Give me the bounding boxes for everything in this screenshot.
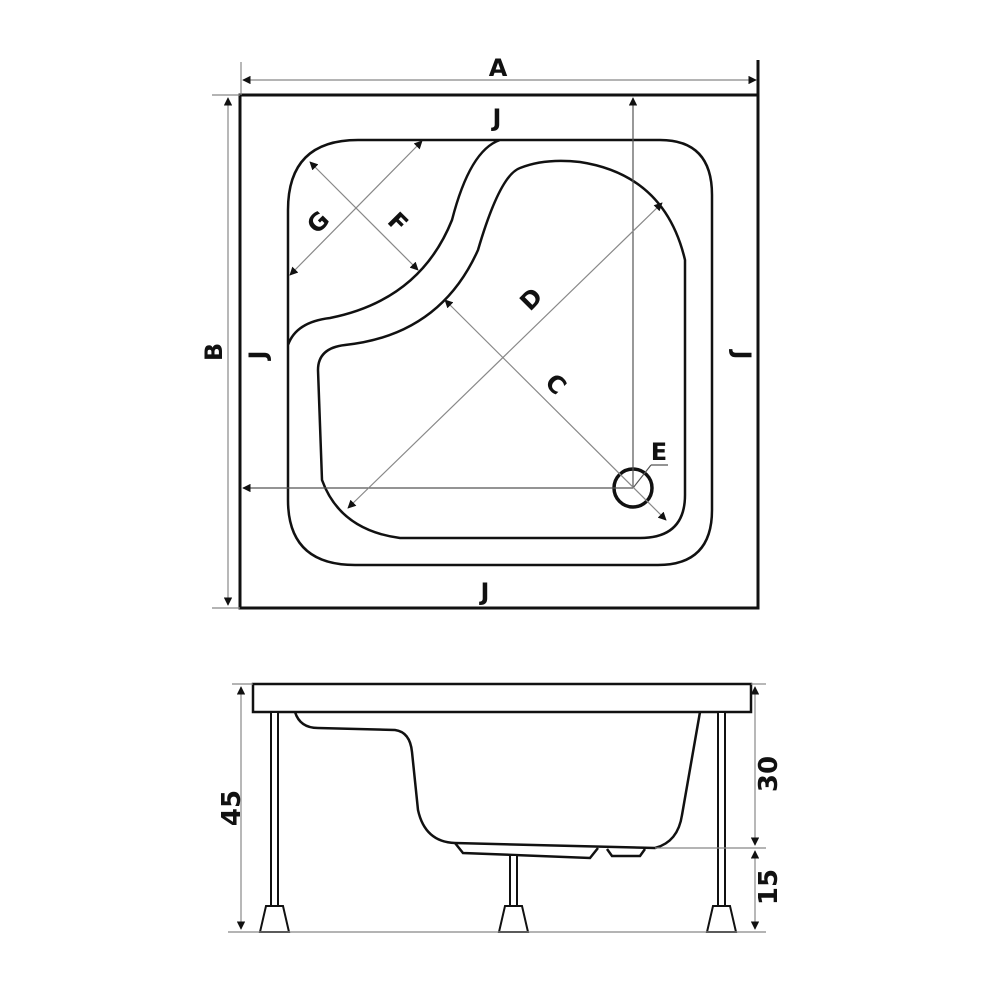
label-j-left: J (244, 351, 272, 362)
label-j-top: J (491, 104, 502, 132)
label-tray-height: 30 (754, 756, 784, 792)
label-f: F (382, 207, 413, 238)
label-leg-height: 15 (754, 869, 784, 905)
leg-right (717, 711, 726, 908)
side-view: 45 30 15 (217, 682, 784, 933)
top-view: A B E C D F G J J J J (200, 54, 760, 610)
label-b: B (200, 343, 228, 361)
label-d: D (514, 282, 548, 316)
leg-foot-center (497, 905, 530, 933)
label-total-height: 45 (217, 790, 247, 826)
label-j-bottom: J (479, 578, 490, 606)
tray-rim-slab (251, 682, 753, 714)
leg-left (270, 711, 279, 908)
leg-center (509, 854, 518, 908)
basin-foot-left (454, 842, 599, 860)
basin-foot-right (605, 848, 647, 858)
basin-profile (293, 711, 702, 850)
label-a: A (489, 54, 508, 82)
leg-foot-left (258, 905, 291, 933)
label-j-right: J (728, 349, 756, 360)
label-c: C (540, 368, 572, 400)
tray-outer-frame (238, 93, 760, 610)
leg-foot-right (705, 905, 738, 933)
dimension-line-d (347, 202, 663, 509)
dimension-line-g (289, 140, 423, 276)
label-e: E (651, 438, 667, 466)
